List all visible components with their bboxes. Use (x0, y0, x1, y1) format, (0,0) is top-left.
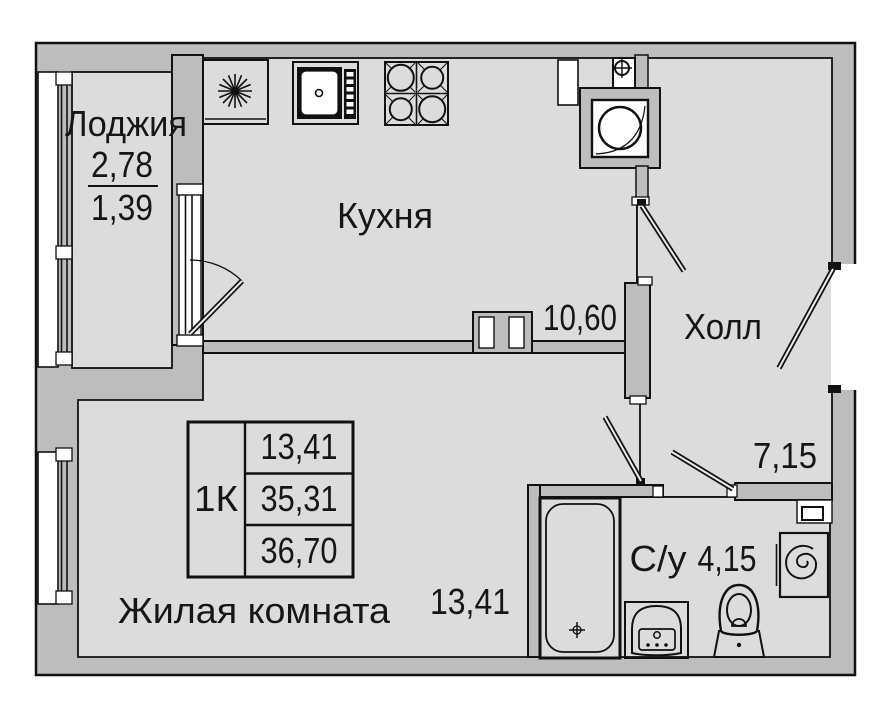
kitchen-door-icon (639, 204, 687, 273)
electric-panel-icon (796, 499, 833, 524)
bathroom-door-icon (670, 449, 735, 492)
table-row-area: 35,31 (261, 478, 338, 519)
bathroom-area-label: 4,15 (698, 538, 757, 579)
living-room-door-icon (602, 415, 644, 483)
room-labels: Лоджия 2,78 1,39 Кухня 10,60 Холл 7,15 Ж… (65, 103, 817, 631)
loggia-label: Лоджия (65, 103, 187, 144)
kitchen-area-label: 10,60 (543, 297, 617, 338)
bathtub-icon (538, 496, 622, 660)
vent-shaft-icon (579, 54, 661, 199)
stove-icon (384, 61, 449, 126)
toilet-icon (712, 583, 766, 658)
hall-bottom-wall (734, 482, 833, 501)
bathroom-top-wall (527, 484, 664, 498)
loggia-window-icon (37, 71, 73, 368)
balcony-door-icon (188, 259, 244, 336)
living-room-area-label: 13,41 (430, 581, 510, 622)
hall-partition-wall (624, 282, 651, 399)
entrance-door-icon (776, 262, 858, 393)
kitchen-living-wall (202, 340, 626, 354)
hall-area-label: 7,15 (753, 435, 817, 476)
hall-label: Холл (684, 306, 762, 347)
sink-icon (292, 61, 359, 125)
bathroom-label: С/у (630, 538, 687, 579)
living-room-window-icon (37, 447, 73, 605)
washbasin-icon (624, 601, 689, 659)
loggia-area-full: 2,78 (91, 144, 153, 185)
balcony-window-icon (176, 183, 204, 347)
washing-machine-icon (775, 531, 830, 599)
room-floors (71, 57, 833, 658)
wardrobe-icon (472, 311, 533, 354)
door-jambs (629, 196, 738, 498)
loggia-floor (71, 71, 173, 369)
loggia-area-counted: 1,39 (91, 187, 153, 228)
fridge-burst-icon (202, 59, 269, 125)
apartment-info-table: 1К 13,41 35,31 36,70 (186, 420, 355, 579)
water-riser-icon (612, 57, 636, 89)
living-room-label: Жилая комната (118, 590, 391, 631)
hall-floor (636, 57, 833, 498)
table-row-living-area: 13,41 (261, 426, 338, 467)
kitchen-niche (557, 59, 579, 106)
apartment-type-label: 1К (194, 478, 238, 519)
kitchen-label: Кухня (337, 195, 433, 236)
table-row-total-area: 36,70 (261, 530, 338, 571)
bathroom-left-wall (527, 484, 541, 658)
